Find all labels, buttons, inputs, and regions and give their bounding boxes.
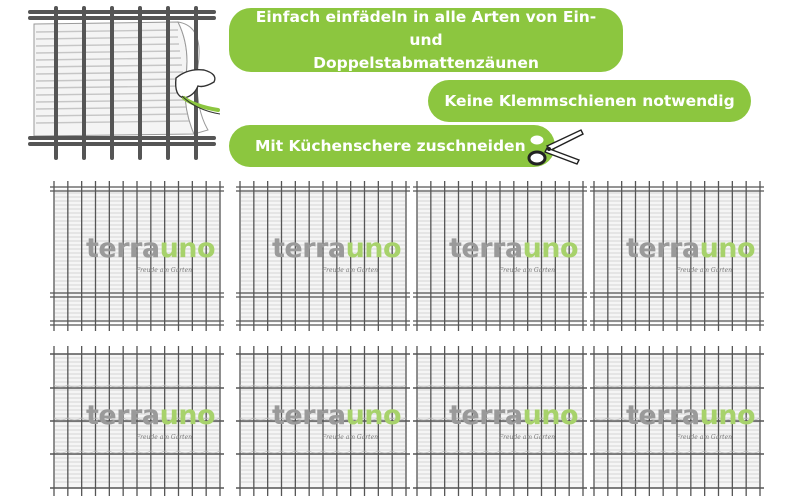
logo-tagline: Freude am Garten	[499, 267, 555, 274]
terrauno-logo: terrauno	[626, 400, 756, 431]
logo-tagline: Freude am Garten	[136, 267, 192, 274]
logo-terra: terra	[626, 400, 700, 431]
logo-tagline: Freude am Garten	[136, 434, 192, 441]
logo-uno: uno	[522, 400, 579, 431]
banner-threading: Einfach einfädeln in alle Arten von Ein-…	[229, 8, 623, 72]
logo-uno: uno	[522, 233, 579, 264]
logo-uno: uno	[699, 233, 756, 264]
terrauno-logo: terrauno	[86, 233, 216, 264]
banner-threading-text: Einfach einfädeln in alle Arten von Ein-…	[255, 7, 597, 72]
logo-terra: terra	[449, 400, 523, 431]
fence-panel-drawing	[50, 181, 224, 331]
logo-terra: terra	[449, 233, 523, 264]
logo-tagline: Freude am Garten	[499, 434, 555, 441]
logo-uno: uno	[159, 233, 216, 264]
banner-cut-with-scissors-text: Mit Küchenschere zuschneiden	[255, 137, 526, 155]
terrauno-logo: terrauno	[626, 233, 756, 264]
terrauno-logo: terrauno	[272, 400, 402, 431]
scissors-icon	[525, 126, 585, 168]
logo-uno: uno	[345, 233, 402, 264]
banner-no-clamp-rails: Keine Klemmschienen notwendig	[428, 80, 751, 122]
logo-tagline: Freude am Garten	[676, 267, 732, 274]
fence-threading-illustration	[28, 6, 221, 160]
logo-uno: uno	[159, 400, 216, 431]
banner-no-clamp-rails-text: Keine Klemmschienen notwendig	[444, 92, 735, 110]
logo-tagline: Freude am Garten	[322, 267, 378, 274]
logo-terra: terra	[272, 233, 346, 264]
logo-tagline: Freude am Garten	[676, 434, 732, 441]
fence-panel-drawing	[236, 181, 410, 331]
banner-cut-with-scissors: Mit Küchenschere zuschneiden	[229, 125, 555, 167]
terrauno-logo: terrauno	[272, 233, 402, 264]
terrauno-logo: terrauno	[449, 400, 579, 431]
fence-panel-drawing	[590, 346, 764, 496]
logo-tagline: Freude am Garten	[322, 434, 378, 441]
fence-panel-drawing	[590, 181, 764, 331]
terrauno-logo: terrauno	[86, 400, 216, 431]
fence-panel-drawing	[413, 346, 587, 496]
logo-terra: terra	[626, 233, 700, 264]
logo-terra: terra	[272, 400, 346, 431]
logo-uno: uno	[345, 400, 402, 431]
fence-panel-drawing	[236, 346, 410, 496]
fence-panel-drawing	[413, 181, 587, 331]
terrauno-logo: terrauno	[449, 233, 579, 264]
fence-panel-drawing	[50, 346, 224, 496]
logo-terra: terra	[86, 400, 160, 431]
logo-uno: uno	[699, 400, 756, 431]
logo-terra: terra	[86, 233, 160, 264]
